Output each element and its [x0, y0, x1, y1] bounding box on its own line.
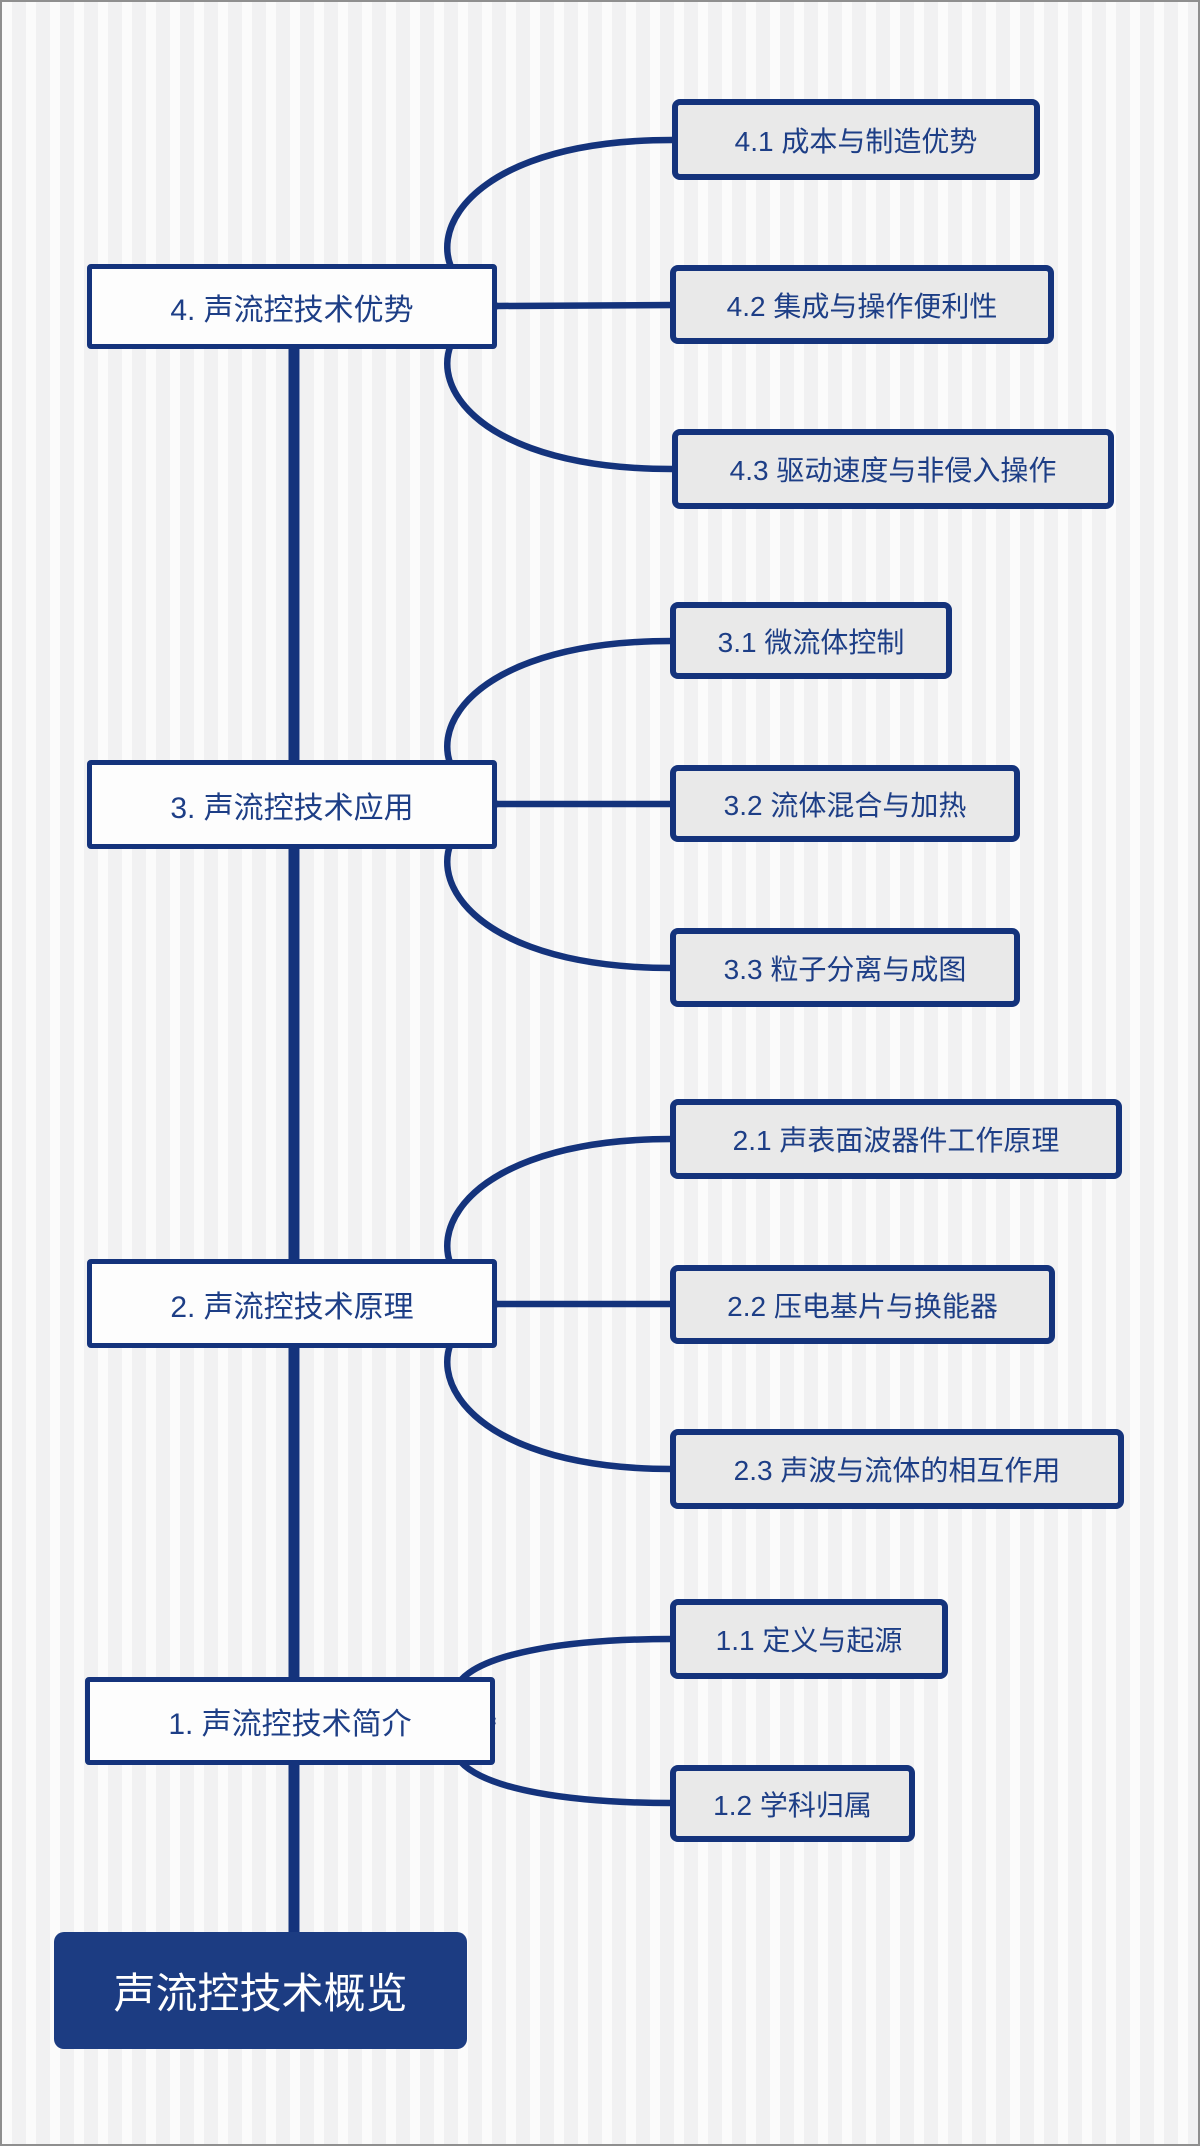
- subtopic-4-2-label: 4.2 集成与操作便利性: [726, 290, 998, 322]
- subtopic-1-2-label: 1.2 学科归属: [713, 1789, 872, 1821]
- subtopic-3-3-label: 3.3 粒子分离与成图: [723, 953, 967, 985]
- subtopic-4-1-label: 4.1 成本与制造优势: [734, 125, 978, 157]
- subtopic-2-2[interactable]: 2.2 压电基片与换能器: [670, 1265, 1055, 1344]
- main-topic-1[interactable]: 1. 声流控技术简介: [85, 1677, 495, 1765]
- subtopic-2-1[interactable]: 2.1 声表面波器件工作原理: [670, 1099, 1122, 1179]
- subtopic-2-1-label: 2.1 声表面波器件工作原理: [732, 1125, 1060, 1156]
- main-topic-2-label: 2. 声流控技术原理: [170, 1290, 414, 1324]
- main-topic-4[interactable]: 4. 声流控技术优势: [87, 264, 497, 349]
- subtopic-4-3[interactable]: 4.3 驱动速度与非侵入操作: [672, 429, 1114, 509]
- subtopic-3-1[interactable]: 3.1 微流体控制: [670, 602, 952, 679]
- subtopic-3-2[interactable]: 3.2 流体混合与加热: [670, 765, 1020, 842]
- root-node[interactable]: 声流控技术概览: [54, 1932, 467, 2049]
- branch-4-2-line: [496, 301, 675, 310]
- subtopic-1-1-label: 1.1 定义与起源: [715, 1625, 903, 1656]
- subtopic-3-2-label: 3.2 流体混合与加热: [723, 789, 967, 821]
- main-topic-4-label: 4. 声流控技术优势: [170, 293, 414, 327]
- subtopic-4-2[interactable]: 4.2 集成与操作便利性: [670, 265, 1054, 344]
- subtopic-2-2-label: 2.2 压电基片与换能器: [727, 1290, 998, 1322]
- subtopic-2-3[interactable]: 2.3 声波与流体的相互作用: [670, 1429, 1124, 1509]
- subtopic-2-3-label: 2.3 声波与流体的相互作用: [733, 1455, 1061, 1486]
- main-topic-1-label: 1. 声流控技术简介: [168, 1708, 412, 1741]
- main-topic-3-label: 3. 声流控技术应用: [170, 791, 414, 825]
- main-topic-3[interactable]: 3. 声流控技术应用: [87, 760, 497, 849]
- subtopic-3-3[interactable]: 3.3 粒子分离与成图: [670, 928, 1020, 1007]
- subtopic-4-3-label: 4.3 驱动速度与非侵入操作: [729, 455, 1057, 486]
- subtopic-3-1-label: 3.1 微流体控制: [717, 626, 905, 658]
- root-node-label: 声流控技术概览: [113, 1970, 408, 2017]
- subtopic-1-2[interactable]: 1.2 学科归属: [670, 1765, 915, 1842]
- subtopic-4-1[interactable]: 4.1 成本与制造优势: [672, 99, 1040, 180]
- subtopic-1-1[interactable]: 1.1 定义与起源: [670, 1599, 948, 1679]
- main-topic-2[interactable]: 2. 声流控技术原理: [87, 1259, 497, 1348]
